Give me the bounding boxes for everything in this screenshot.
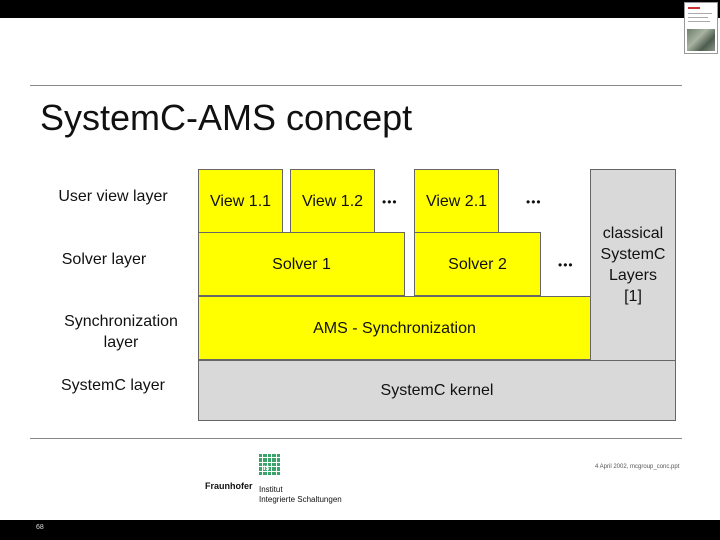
- institut-text: Institut Integrierte Schaltungen: [259, 485, 342, 505]
- classical-line2: SystemC: [600, 246, 666, 263]
- page-title: SystemC-AMS concept: [40, 97, 413, 138]
- thumbnail-photo: [687, 29, 715, 51]
- label-synchronization-layer: Synchronization layer: [52, 311, 190, 353]
- label-solver-layer: Solver layer: [61, 251, 147, 268]
- label-synchronization-line1: Synchronization: [64, 313, 178, 330]
- block-solver-2: Solver 2: [414, 232, 541, 296]
- thumbnail-image: [684, 2, 718, 54]
- thumbnail-line: [688, 21, 710, 22]
- block-view-2-1: View 2.1: [414, 169, 499, 233]
- label-synchronization-line2: layer: [103, 334, 139, 351]
- block-solver-1: Solver 1: [198, 232, 405, 296]
- label-systemc-layer: SystemC layer: [60, 377, 166, 394]
- ellipsis-views-1: •••: [382, 195, 398, 209]
- bottom-rule: [30, 438, 682, 439]
- classical-line1: classical: [602, 225, 664, 242]
- institut-line1: Institut: [259, 485, 283, 494]
- block-ams-synchronization: AMS - Synchronization: [198, 296, 591, 360]
- institut-line2: Integrierte Schaltungen: [259, 495, 342, 504]
- page-number: 68: [36, 524, 44, 531]
- thumbnail-line: [688, 13, 712, 14]
- block-view-1-1: View 1.1: [198, 169, 283, 233]
- classical-line4: [1]: [624, 288, 642, 305]
- top-rule: [30, 85, 682, 86]
- label-user-view-layer: User view layer: [58, 188, 168, 205]
- footer-date-file: 4 April 2002, mcgroup_conc.ppt: [595, 464, 680, 470]
- block-view-1-2: View 1.2: [290, 169, 375, 233]
- classical-line3: Layers: [608, 267, 658, 284]
- block-systemc-kernel: SystemC kernel: [198, 360, 676, 421]
- fraunhofer-logo-text: Fraunhofer: [205, 481, 253, 491]
- thumbnail-line: [688, 17, 708, 18]
- thumbnail-header-bar: [688, 7, 700, 9]
- block-classical-systemc-layers: classical SystemC Layers [1]: [590, 169, 676, 361]
- ellipsis-solvers: •••: [558, 258, 574, 272]
- iis-logo: [259, 454, 280, 475]
- iis-logo-text: IIS: [262, 466, 270, 472]
- ellipsis-views-2: •••: [526, 195, 542, 209]
